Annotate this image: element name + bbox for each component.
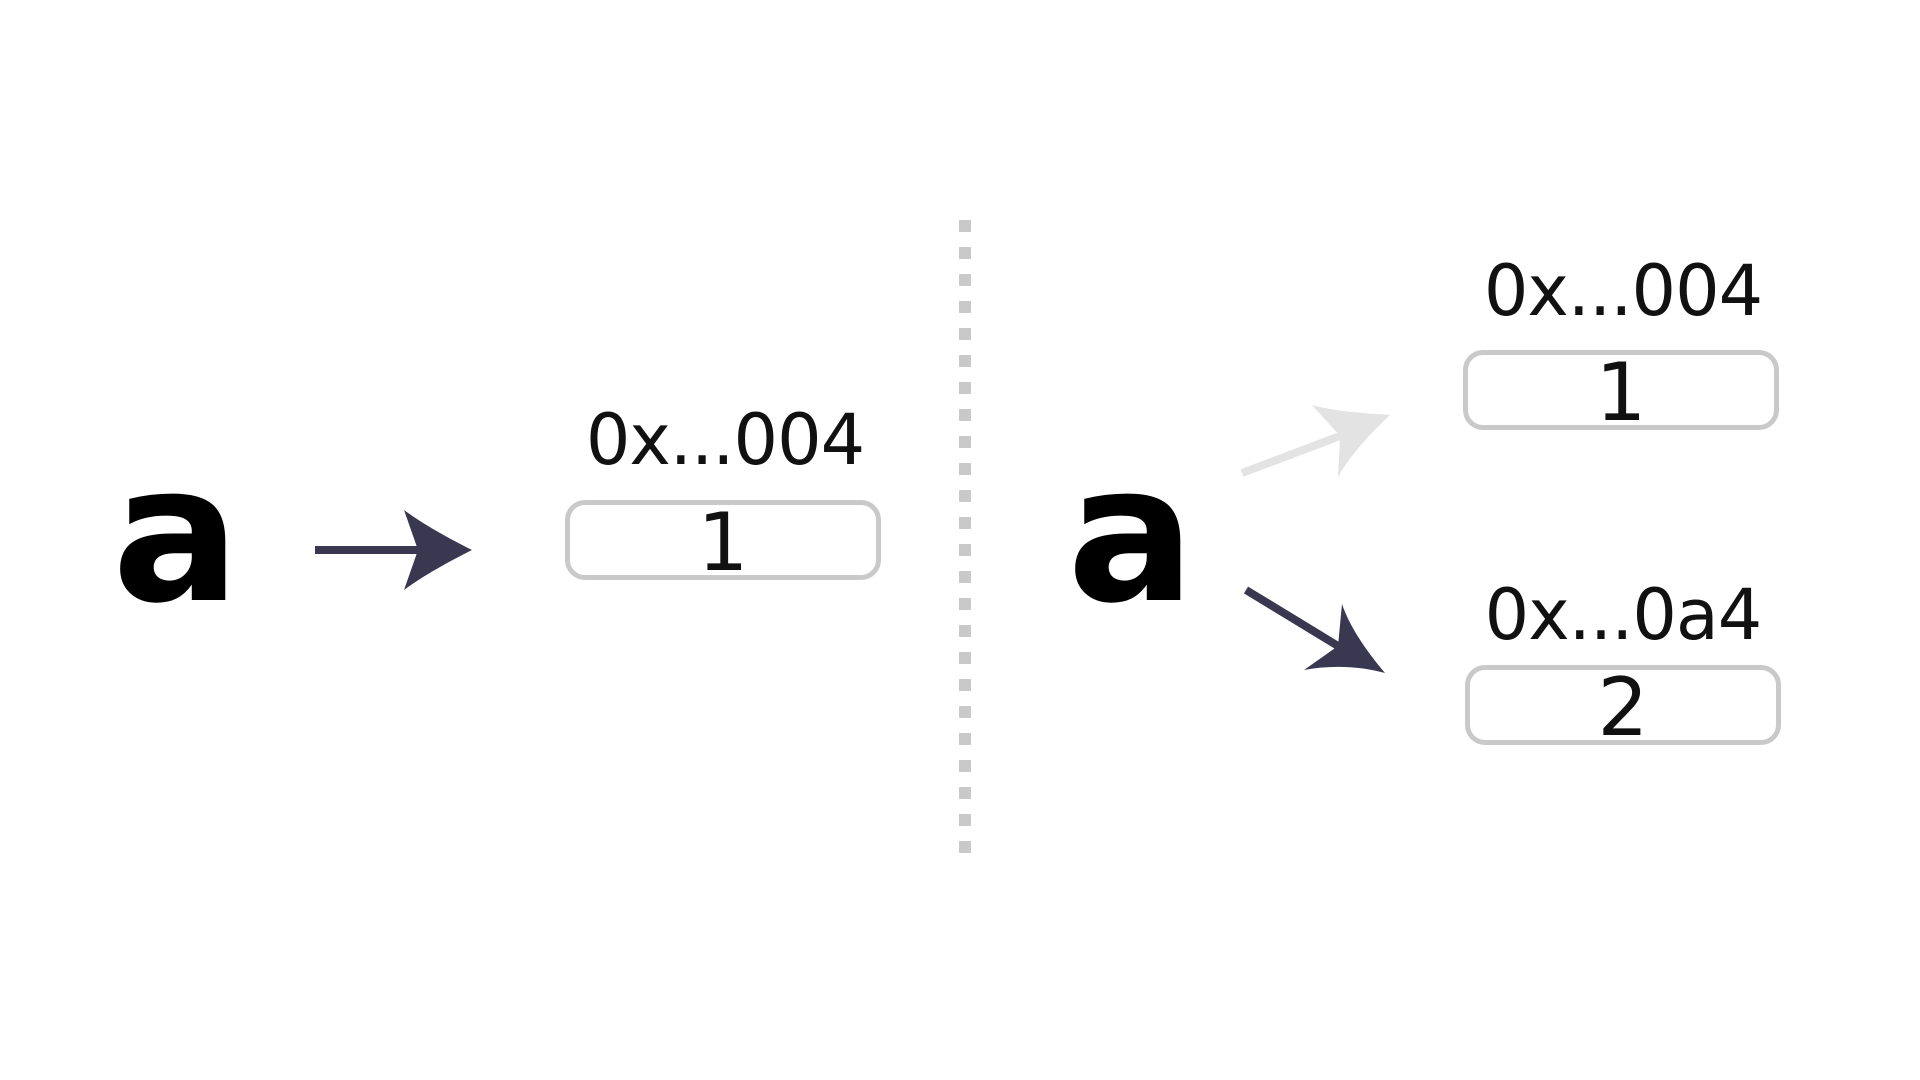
arrow-new-pointer: [1243, 586, 1385, 673]
variable-a-left: a: [112, 424, 241, 645]
address-label-new: 0x...0a4: [1484, 574, 1763, 656]
cell-value-old: 1: [1595, 346, 1647, 439]
memory-cell-old: 1: [1463, 346, 1779, 439]
variable-a-right: a: [1067, 424, 1196, 645]
arrow-left: [315, 510, 472, 590]
cell-value-new: 2: [1597, 661, 1649, 754]
address-label-old: 0x...004: [1483, 250, 1763, 332]
memory-cell-new: 2: [1465, 661, 1781, 754]
memory-cell-left: 1: [565, 496, 881, 589]
arrow-old-pointer: [1240, 405, 1390, 477]
address-label-left: 0x...004: [585, 399, 865, 481]
cell-value-left: 1: [697, 496, 749, 589]
